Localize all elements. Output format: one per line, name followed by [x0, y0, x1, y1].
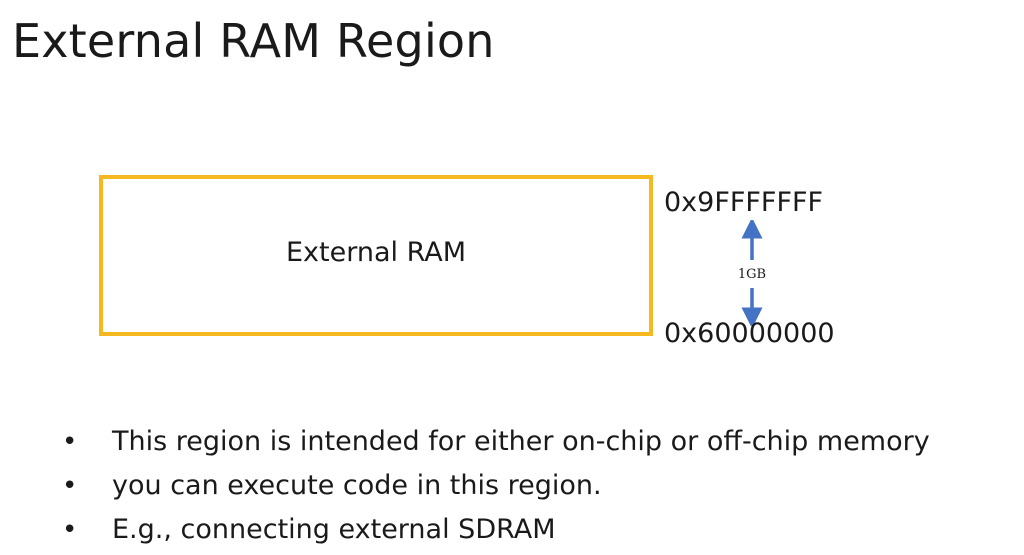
bullet-list: • This region is intended for either on-…: [60, 420, 930, 552]
bullet-dot-icon: •: [62, 427, 78, 457]
bullet-item: • E.g., connecting external SDRAM: [60, 508, 930, 552]
bullet-text: This region is intended for either on-ch…: [112, 426, 930, 457]
bullet-text: E.g., connecting external SDRAM: [112, 514, 556, 545]
double-arrow-icon: [741, 220, 763, 326]
address-bottom: 0x60000000: [664, 318, 835, 349]
bullet-dot-icon: •: [62, 515, 78, 545]
bullet-item: • you can execute code in this region.: [60, 464, 930, 508]
bullet-item: • This region is intended for either on-…: [60, 420, 930, 464]
slide-title: External RAM Region: [12, 14, 495, 68]
external-ram-box: External RAM: [99, 175, 653, 336]
address-top: 0x9FFFFFFF: [664, 187, 824, 218]
bullet-text: you can execute code in this region.: [112, 470, 602, 501]
bullet-dot-icon: •: [62, 471, 78, 501]
size-label: 1GB: [737, 267, 767, 282]
region-label: External RAM: [285, 237, 467, 268]
